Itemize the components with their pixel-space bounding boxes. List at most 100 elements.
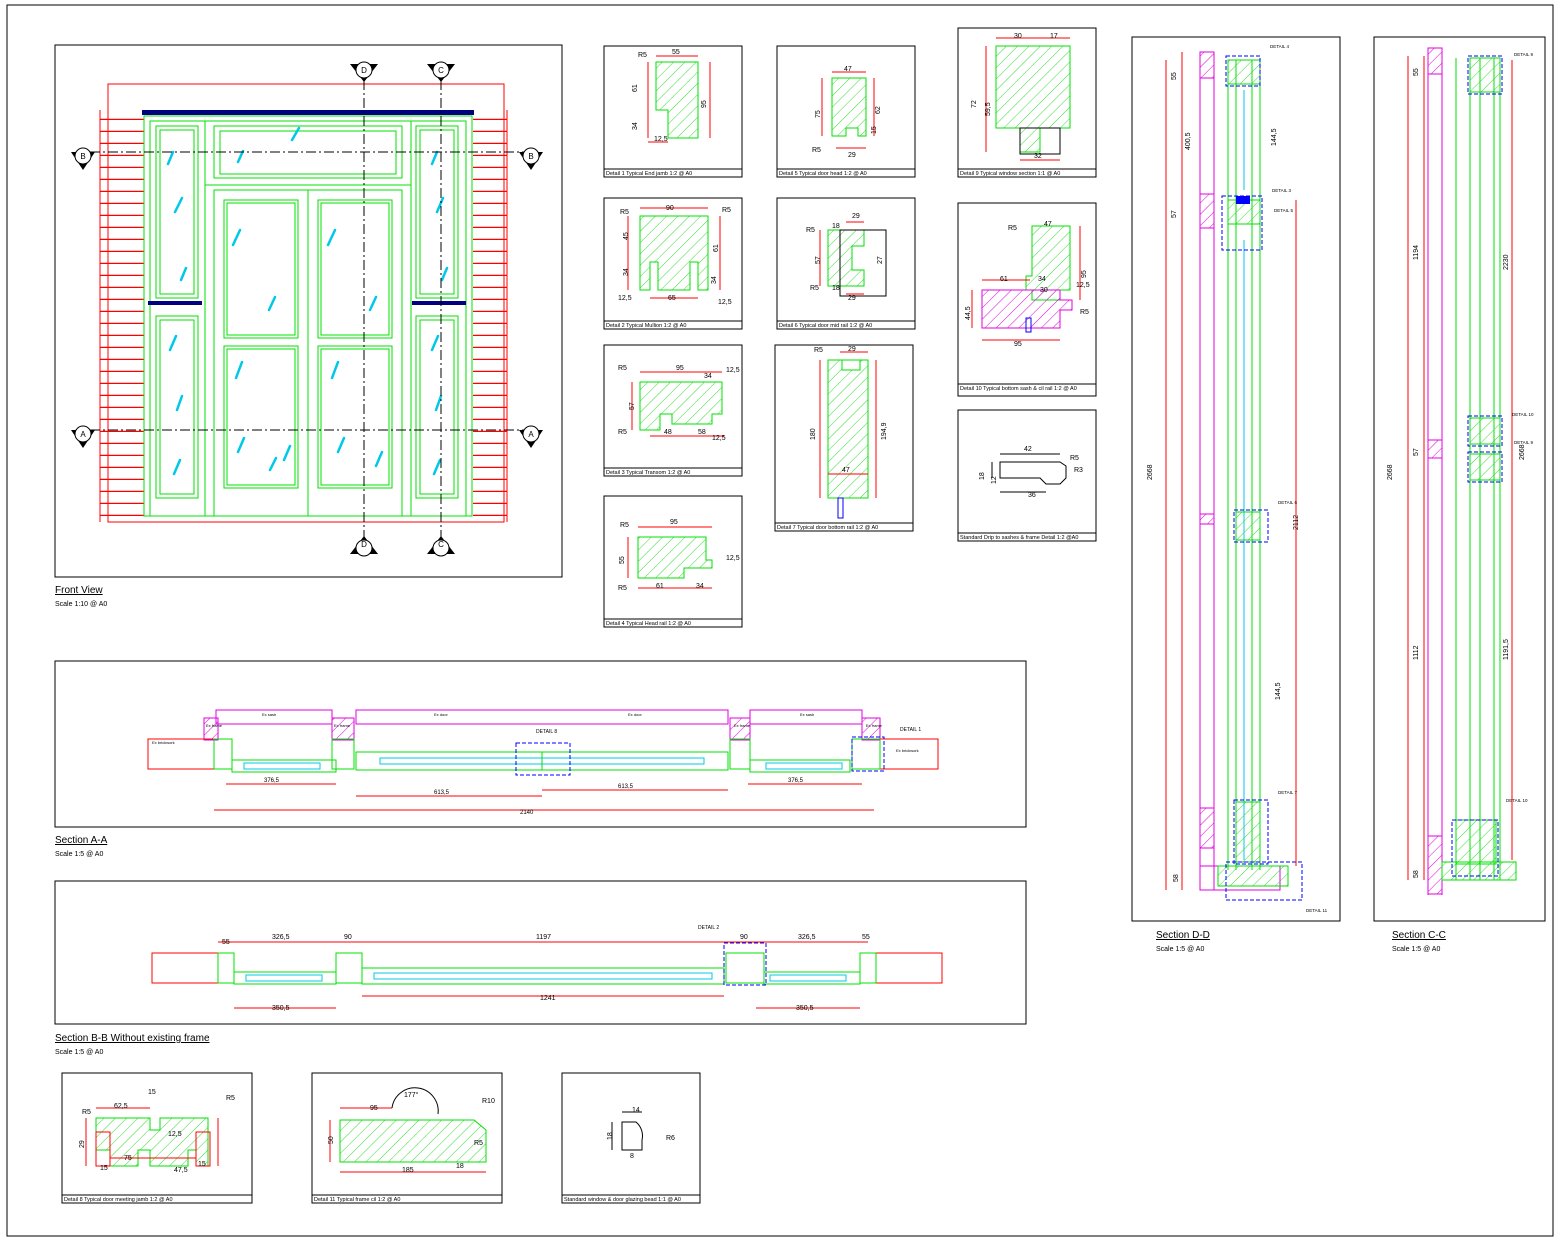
detail-9: [957, 27, 1097, 178]
detail-dimension: 62: [875, 106, 882, 114]
detail-boxes: [61, 27, 1097, 1204]
section-bb-dimension: 350,5: [796, 1005, 814, 1012]
front-view-frame: [54, 44, 563, 578]
detail-caption: Detail 11 Typical frame cil 1:2 @ A0: [314, 1197, 400, 1203]
section-aa-dimension: 613,5: [434, 790, 450, 796]
detail-dimension: 61: [632, 84, 639, 92]
detail-caption: Detail 4 Typical Head rail 1:2 @ A0: [606, 621, 691, 627]
section-aa-dimension: 2140: [520, 810, 534, 816]
section-aa-label: Ex brickwork: [152, 740, 175, 745]
section-dd-dimension: 2668: [1147, 464, 1154, 480]
front-view-title: Front View: [55, 585, 103, 596]
detail-dimension: R5: [618, 585, 627, 592]
detail-dimension: 18: [832, 285, 840, 292]
section-aa-label: Ex frame: [206, 723, 223, 728]
detail-caption: Detail 2 Typical Mullion 1:2 @ A0: [606, 323, 686, 329]
section-marker-3: B: [519, 147, 543, 170]
detail-captions: Detail 1 Typical End jamb 1:2 @ A0Detail…: [64, 171, 1078, 1203]
detail-dimension: 12,5: [1076, 282, 1090, 289]
left-sidelight-upper: [155, 125, 199, 299]
detail-dimension: 30: [1040, 287, 1048, 294]
section-bb-dimension: 90: [344, 934, 352, 941]
detail-dimension: 95: [701, 100, 708, 108]
section-dd-detail-label: DETAIL 11: [1306, 908, 1328, 913]
right-door: [307, 189, 403, 517]
detail-dimension: 45: [623, 232, 630, 240]
detail-dimension: R5: [620, 209, 629, 216]
detail-dimension: R5: [814, 347, 823, 354]
detail-8: [61, 1072, 253, 1204]
detail-dimension: 12,5: [726, 367, 740, 374]
section-dd-dimension: 57: [1171, 210, 1178, 218]
section-aa-scale: Scale 1:5 @ A0: [55, 851, 103, 858]
detail-dimension: 29: [848, 346, 856, 353]
detail-caption: Detail 5 Typical door head 1:2 @ A0: [779, 171, 867, 177]
section-dd-dimension: 2112: [1293, 515, 1300, 530]
left-transom: [148, 301, 202, 305]
detail-dimension: 47: [1044, 221, 1052, 228]
glass-reflections: [166, 126, 449, 476]
section-marker-label: D: [361, 540, 367, 549]
section-marker-7: C: [427, 536, 455, 557]
section-bb-scale: Scale 1:5 @ A0: [55, 1049, 103, 1056]
detail-dimension: 75: [815, 110, 822, 118]
detail-dimension: 57: [815, 256, 822, 264]
detail-dimension: R5: [722, 207, 731, 214]
detail-dimension: R5: [1080, 309, 1089, 316]
section-cc-dimension: 2668: [1387, 464, 1394, 480]
detail-dimension: 47: [842, 467, 850, 474]
section-cc-dimension: 57: [1413, 448, 1420, 456]
front-view: [54, 44, 563, 578]
detail-caption: Detail 6 Typical door mid rail 1:2 @ A0: [779, 323, 872, 329]
detail-dimension: 12,5: [654, 136, 668, 143]
detail-caption: Standard window & door glazing bead 1:1 …: [564, 1197, 681, 1203]
section-bb-dimension: 55: [862, 934, 870, 941]
detail-dimension: 44,5: [965, 306, 972, 320]
section-bb-frame: [54, 880, 1027, 1025]
detail-dimension: 62,5: [114, 1103, 128, 1110]
detail-dimension: R5: [618, 365, 627, 372]
detail-glazing-bead: [561, 1072, 701, 1204]
detail-dimension: R3: [1074, 467, 1083, 474]
section-dd-detail-label: DETAIL 4: [1270, 44, 1290, 49]
section-cc-detail-label: DETAIL 10: [1506, 798, 1528, 803]
detail-dimension: 47: [844, 66, 852, 73]
detail-dimension: 58: [698, 429, 706, 436]
detail-dimension: 95: [370, 1105, 378, 1112]
detail-dimension: 34: [704, 373, 712, 380]
section-cc-dimension: 2668: [1519, 444, 1526, 460]
detail-dimension: 27: [877, 256, 884, 264]
brickwork-right: [473, 110, 507, 522]
detail-dimension: 12,5: [726, 555, 740, 562]
detail-dimension: 12,5: [718, 299, 732, 306]
section-aa-label: Ex sash: [262, 712, 276, 717]
detail-dimension: 177°: [404, 1091, 419, 1099]
section-bb-dimension: 90: [740, 934, 748, 941]
section-cc-dimension: 2230: [1503, 254, 1510, 270]
section-dd-dimension: 400,5: [1185, 132, 1192, 150]
detail-dimension: 8: [630, 1153, 634, 1160]
detail-dimension: 48: [664, 429, 672, 436]
detail-dimension: 194,9: [881, 422, 888, 440]
detail-dimension: 95: [676, 365, 684, 372]
detail-11: [311, 1072, 503, 1204]
section-bb-title: Section B-B Without existing frame: [55, 1033, 210, 1044]
section-marker-label: C: [438, 540, 444, 549]
section-dd-title: Section D-D: [1156, 930, 1210, 941]
detail-dimension: 12: [991, 476, 998, 484]
section-marker-label: C: [438, 66, 444, 75]
detail-dimension: R6: [666, 1135, 675, 1142]
detail-dimension: 15: [148, 1089, 156, 1096]
detail-dimension: 29: [848, 152, 856, 159]
section-bb-dimension: 1241: [540, 995, 556, 1002]
detail-dimension: 18: [607, 1132, 614, 1140]
detail-dimension: 32: [1034, 153, 1042, 160]
section-dd-detail-label: DETAIL 3: [1272, 188, 1292, 193]
section-dd-scale: Scale 1:5 @ A0: [1156, 946, 1204, 953]
detail-3: [603, 344, 743, 477]
detail-dimension: 47,5: [174, 1167, 188, 1174]
section-aa-detail-label: DETAIL 1: [900, 727, 921, 733]
section-dd-dimension: 55: [1171, 72, 1178, 80]
detail-dimension: 95: [1081, 270, 1088, 278]
